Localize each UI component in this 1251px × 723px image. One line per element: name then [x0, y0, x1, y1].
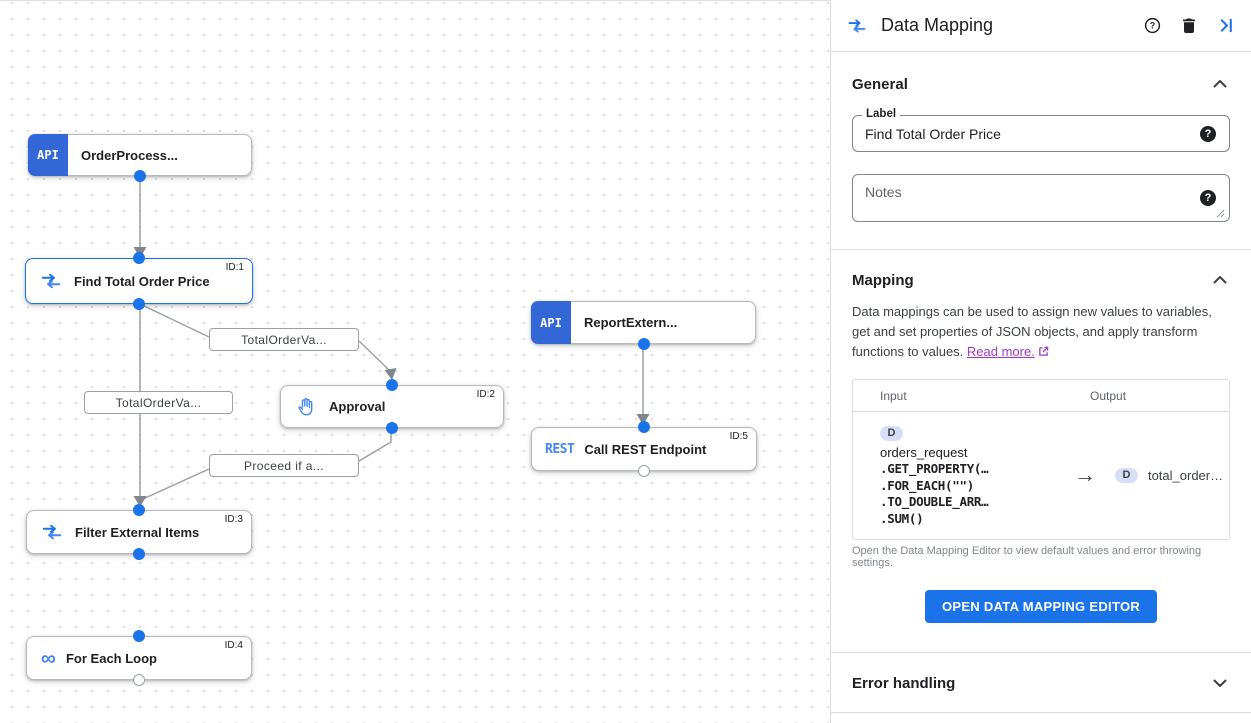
connector-dot[interactable] [133, 298, 145, 310]
loop-infinity-icon: ∞ [41, 646, 56, 670]
approval-hand-icon [298, 397, 313, 415]
node-id-tag: ID:1 [225, 262, 244, 273]
edge-label-text: Proceed if a... [243, 458, 325, 473]
mapping-section: Mapping Data mappings can be used to ass… [831, 270, 1251, 623]
config-panel: Data Mapping ? Gene [830, 0, 1251, 723]
node-label: Find Total Order Price [74, 273, 210, 289]
panel-title: Data Mapping [881, 15, 994, 35]
node-id-tag: ID:3 [224, 514, 243, 525]
resize-handle-icon[interactable] [1216, 209, 1225, 218]
node-id-tag: ID:4 [224, 640, 243, 651]
node-for-each-loop[interactable]: ∞ For Each Loop ID:4 [26, 630, 252, 686]
connector-dot[interactable] [386, 379, 398, 391]
connector-dot[interactable] [133, 548, 145, 560]
input-variable: orders_request [880, 445, 968, 460]
workflow-edges [133, 176, 650, 507]
node-id-tag: ID:5 [729, 431, 748, 442]
mapping-table-row[interactable]: D orders_request .GET_PROPERTY(… .FOR_EA… [853, 412, 1229, 539]
transform-function: .TO_DOUBLE_ARR… [880, 494, 989, 509]
divider [831, 652, 1251, 653]
output-column-header: Output [1090, 389, 1127, 403]
help-icon[interactable]: ? [1143, 17, 1161, 35]
node-label: For Each Loop [65, 650, 157, 666]
svg-text:?: ? [1149, 21, 1154, 31]
node-approval[interactable]: Approval ID:2 [280, 379, 504, 434]
node-filter-external-items[interactable]: Filter External Items ID:3 [26, 504, 252, 560]
general-section: General Label ? ? [831, 74, 1251, 222]
node-label: Approval [329, 399, 386, 414]
output-variable: total_order… [1147, 467, 1224, 483]
connector-dot[interactable] [134, 170, 146, 182]
node-label: Call REST Endpoint [584, 441, 707, 457]
connector-dot-open[interactable] [133, 674, 145, 686]
notes-help-icon[interactable]: ? [1200, 190, 1216, 206]
connector-dot[interactable] [386, 422, 398, 434]
label-field-container: Label ? [852, 108, 1230, 152]
mapping-preview-table: Input Output D orders_request .GET_PROPE… [852, 379, 1230, 540]
read-more-link[interactable]: Read more. [966, 344, 1035, 359]
edge-label-text: TotalOrderVa... [115, 395, 202, 410]
divider [831, 249, 1251, 250]
datatype-badge: D [880, 425, 903, 441]
external-link-icon [1039, 346, 1049, 356]
data-mapping-icon [41, 273, 61, 289]
mapping-description-text: Data mappings can be used to assign new … [852, 304, 1212, 359]
delete-icon[interactable] [1180, 17, 1198, 35]
chevron-up-icon[interactable] [1210, 74, 1230, 94]
panel-header: Data Mapping ? [831, 0, 1251, 52]
data-mapping-icon [848, 18, 866, 33]
connector-dot[interactable] [133, 504, 145, 516]
mapping-caption: Open the Data Mapping Editor to view def… [852, 545, 1202, 569]
collapse-panel-icon[interactable] [1217, 17, 1235, 35]
datatype-badge: D [1115, 467, 1138, 483]
edge-label-proceed-if[interactable]: Proceed if a... [209, 454, 359, 477]
chevron-down-icon[interactable] [1210, 673, 1230, 693]
mapping-description: Data mappings can be used to assign new … [852, 302, 1230, 362]
mapping-output-cell: D total_order… [1115, 467, 1224, 483]
error-handling-section: Error handling [831, 653, 1251, 712]
connector-dot[interactable] [133, 630, 145, 642]
edge-label-total-order-2[interactable]: TotalOrderVa... [84, 391, 233, 414]
divider [831, 712, 1251, 713]
node-label: ReportExtern... [584, 315, 678, 330]
transform-function: .GET_PROPERTY(… [880, 461, 989, 476]
label-input[interactable] [865, 125, 1189, 142]
general-heading: General [852, 75, 908, 93]
label-help-icon[interactable]: ? [1200, 125, 1216, 142]
transform-function: .FOR_EACH("") [880, 477, 974, 493]
rest-icon: REST [545, 441, 575, 457]
mapping-table-header: Input Output [853, 380, 1229, 412]
connector-dot[interactable] [637, 338, 650, 350]
api-trigger-badge: API [28, 134, 68, 176]
open-data-mapping-editor-button[interactable]: OPEN DATA MAPPING EDITOR [924, 590, 1158, 623]
notes-field-container: ? [852, 174, 1230, 222]
node-label: OrderProcess... [81, 147, 178, 163]
chevron-up-icon[interactable] [1210, 270, 1230, 290]
workflow-canvas[interactable]: API OrderProcess... Find Total Order Pri… [0, 0, 830, 723]
api-trigger-badge: API [531, 301, 571, 344]
connector-dot-open[interactable] [638, 465, 650, 477]
notes-textarea[interactable] [865, 184, 1189, 214]
node-label: Filter External Items [75, 524, 200, 540]
mapping-heading: Mapping [852, 271, 914, 289]
transform-function: .SUM() [880, 510, 924, 526]
input-column-header: Input [880, 389, 907, 403]
node-id-tag: ID:2 [476, 389, 495, 400]
data-mapping-icon [42, 524, 62, 540]
connector-dot[interactable] [638, 421, 650, 433]
connector-dot[interactable] [133, 252, 145, 264]
mapping-arrow-icon: → [1074, 462, 1096, 487]
error-handling-heading: Error handling [852, 674, 956, 692]
edge-label-text: TotalOrderVa... [241, 332, 327, 347]
edge-label-total-order-1[interactable]: TotalOrderVa... [209, 328, 359, 351]
node-find-total-order-price[interactable]: Find Total Order Price ID:1 [25, 252, 253, 310]
node-report-extern-trigger[interactable]: API ReportExtern... [531, 301, 756, 350]
label-field-label: Label [862, 108, 901, 120]
mapping-input-cell: D orders_request .GET_PROPERTY(… .FOR_EA… [880, 423, 1055, 527]
node-order-process-trigger[interactable]: API OrderProcess... [28, 134, 252, 182]
node-call-rest-endpoint[interactable]: REST Call REST Endpoint ID:5 [531, 421, 757, 477]
